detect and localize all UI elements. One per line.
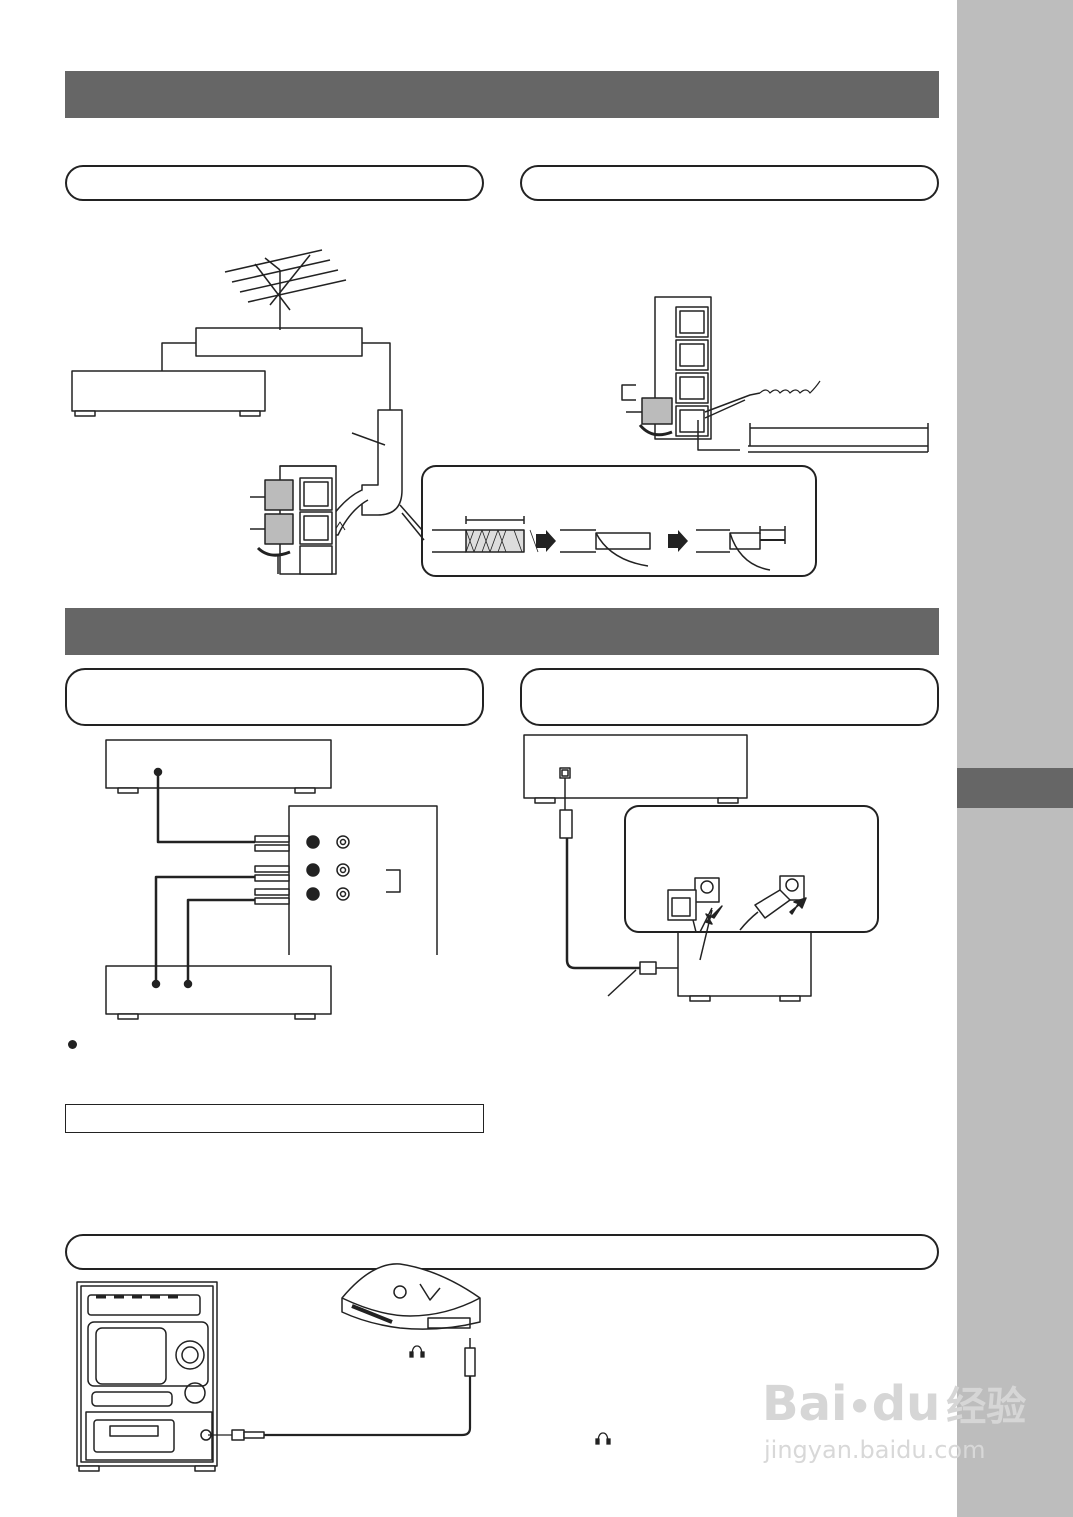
subsection-title-antenna — [65, 165, 484, 201]
subsection-title-analog-connection — [65, 668, 484, 726]
watermark-brand: Bai — [762, 1376, 848, 1432]
cable-strip-callout — [421, 465, 817, 577]
antenna-terminal-block — [250, 465, 337, 575]
audio-cable — [264, 1376, 472, 1437]
mini-component-unit — [76, 1281, 218, 1467]
right-sidebar — [957, 0, 1073, 1517]
portable-cd-player — [341, 1263, 481, 1330]
optical-cable — [565, 838, 640, 970]
arrow-right-icon — [536, 530, 556, 552]
subsection-title-digital-connection — [520, 668, 939, 726]
digital-source-device — [523, 734, 748, 799]
external-device-bottom — [105, 965, 332, 1015]
antenna-booster-box — [195, 327, 363, 357]
watermark-brand-suffix: du — [871, 1376, 941, 1432]
note-box — [65, 1104, 484, 1133]
watermark-url: jingyan.baidu.com — [764, 1436, 986, 1464]
paw-icon: • — [847, 1385, 872, 1429]
antenna-diagram — [71, 249, 817, 577]
analog-connection-diagram — [105, 739, 438, 1020]
bullet-icon — [68, 1040, 77, 1049]
subsection-title-speakers — [520, 165, 939, 201]
coaxial-cable — [361, 409, 403, 516]
tv-receiver-box — [71, 370, 266, 412]
arrow-right-icon — [668, 530, 688, 552]
section-header-band-1 — [65, 71, 939, 118]
section-header-band-2 — [65, 608, 939, 655]
external-device-top — [105, 739, 332, 789]
optical-plug-callout — [624, 805, 879, 933]
arrow-up-right-icon — [789, 897, 807, 915]
portable-player-diagram — [76, 1263, 481, 1472]
arrow-down-left-icon — [705, 905, 723, 925]
watermark-cn: 经验 — [946, 1384, 1027, 1430]
section-tab[interactable] — [957, 768, 1073, 808]
speaker-terminal-diagram — [621, 296, 929, 453]
tv-antenna-icon — [224, 249, 347, 330]
subsection-title-portable-player — [65, 1234, 939, 1270]
rear-panel — [288, 805, 438, 955]
digital-connection-diagram — [523, 734, 879, 1002]
headphone-icon — [597, 1432, 609, 1444]
headphone-icon — [411, 1345, 423, 1357]
